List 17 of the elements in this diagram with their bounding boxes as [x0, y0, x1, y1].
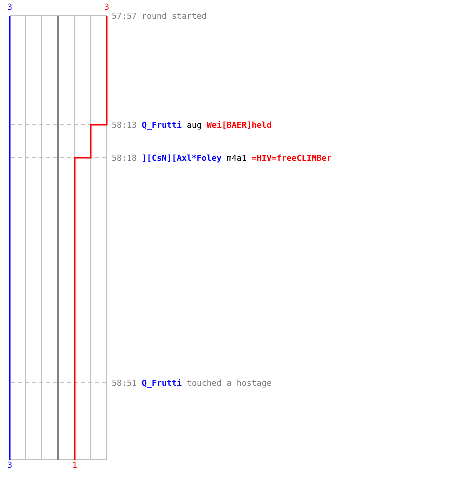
timestamp: 57:57	[112, 12, 137, 20]
player-name: =HIV=freeCLIMBer	[252, 154, 332, 162]
team-count: 3	[8, 2, 12, 12]
timestamp: 58:13	[112, 120, 137, 130]
team-count: 3	[8, 460, 12, 470]
player-name: ][CsN][Axl*Foley	[142, 154, 222, 162]
weapon-name: aug	[186, 120, 202, 130]
player-name: Q_Frutti	[142, 120, 182, 130]
team-count: 3	[104, 2, 110, 12]
event-text: touched a hostage	[186, 378, 272, 388]
timestamp: 58:18	[112, 154, 137, 162]
event-text: round started	[142, 12, 207, 20]
player-name: Q_Frutti	[142, 378, 182, 388]
weapon-name: m4a1	[226, 154, 247, 162]
timestamp: 58:51	[112, 378, 137, 388]
player-name: Wei[BAER]held	[206, 120, 272, 130]
team-count: 1	[72, 460, 78, 470]
